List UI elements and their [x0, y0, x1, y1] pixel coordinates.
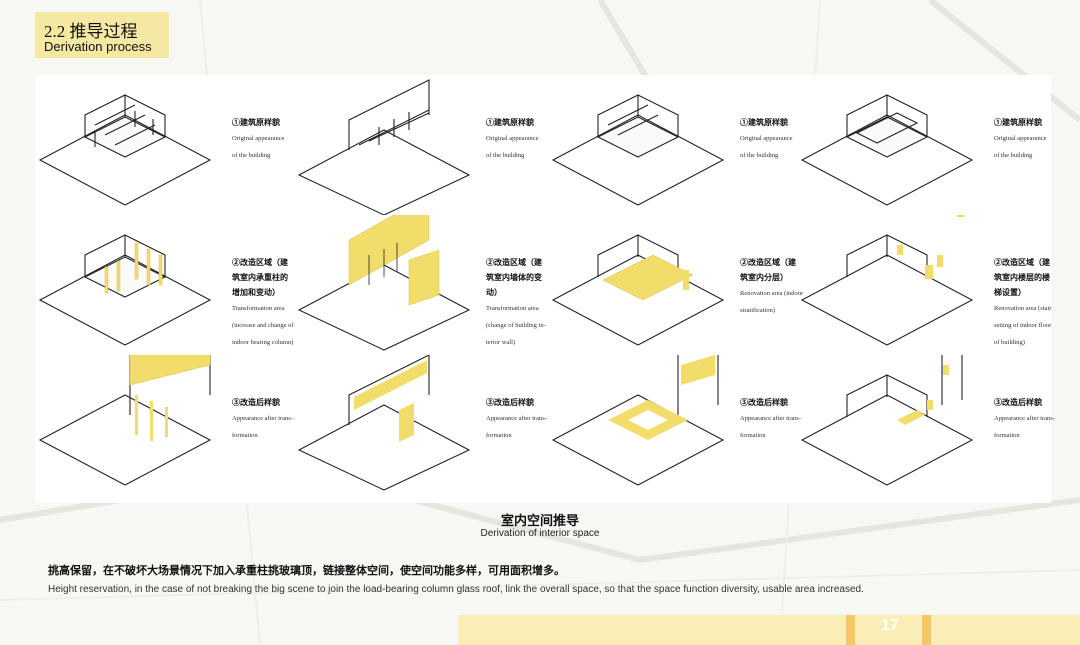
axonometric-building-drawing: [800, 215, 974, 346]
footer-accent-left: [846, 615, 855, 645]
axonometric-building-drawing: [38, 234, 212, 346]
diagram-panel: ①建筑原样貌 Original appearance of the buildi…: [35, 75, 1055, 503]
section-subtitle: Derivation process: [44, 39, 152, 54]
description-cn: 挑高保留，在不破坏大场景情况下加入承重柱挑玻璃顶，链接整体空间，使空间功能多样，…: [48, 565, 565, 577]
section-header: 2.2 推导过程 Derivation process: [35, 12, 169, 58]
axonometric-building-drawing: [800, 355, 974, 486]
label-transform: ②改造区域（建 筑室内承重柱的 增加和变动） Transformation ar…: [232, 258, 294, 346]
label-transform: ②改造区域（建 筑室内分层） Renovation area (indoor s…: [740, 258, 804, 314]
label-original: ①建筑原样貌 Original appearance of the buildi…: [486, 118, 539, 159]
axonometric-building-drawing: [551, 94, 725, 206]
diagram-col1-original: ①建筑原样貌 Original appearance of the buildi…: [35, 75, 289, 215]
diagram-col1-transform: ②改造区域（建 筑室内承重柱的 增加和变动） Transformation ar…: [35, 215, 294, 355]
diagram-col2-transform: ②改造区域（建 筑室内墙体的变 动） Transformation area (…: [289, 215, 546, 355]
diagram-col3-transform: ②改造区域（建 筑室内分层） Renovation area (indoor s…: [543, 215, 803, 355]
diagram-col4-original: ①建筑原样貌 Original appearance of the buildi…: [797, 75, 1051, 215]
axonometric-building-drawing: [297, 215, 471, 351]
label-original: ①建筑原样貌 Original appearance of the buildi…: [740, 118, 793, 159]
footer-accent-right: [922, 615, 931, 645]
description-en: Height reservation, in the case of not b…: [48, 584, 864, 595]
diagram-col2-original: ①建筑原样貌 Original appearance of the buildi…: [289, 75, 543, 215]
axonometric-building-drawing: [551, 234, 725, 346]
label-original: ①建筑原样貌 Original appearance of the buildi…: [232, 118, 285, 159]
label-after: ③改造后样貌 Appearance after trans- formation: [486, 398, 547, 439]
label-after: ③改造后样貌 Appearance after trans- formation: [994, 398, 1055, 439]
axonometric-building-drawing: [800, 94, 974, 206]
axonometric-building-drawing: [297, 355, 471, 491]
diagram-col4-after: ③改造后样貌 Appearance after trans- formation: [797, 355, 1055, 495]
label-after: ③改造后样貌 Appearance after trans- formation: [740, 398, 801, 439]
label-transform: ②改造区域（建 筑室内楼层的楼 梯设置） Renovation area (st…: [994, 258, 1052, 346]
label-after: ③改造后样貌 Appearance after trans- formation: [232, 398, 293, 439]
axonometric-building-drawing: [38, 355, 212, 486]
axonometric-building-drawing: [297, 79, 471, 215]
diagram-col1-after: ③改造后样貌 Appearance after trans- formation: [35, 355, 293, 495]
diagram-col4-transform: ②改造区域（建 筑室内楼层的楼 梯设置） Renovation area (st…: [797, 215, 1051, 355]
diagram-col3-original: ①建筑原样貌 Original appearance of the buildi…: [543, 75, 797, 215]
diagram-col3-after: ③改造后样貌 Appearance after trans- formation: [543, 355, 801, 495]
label-original: ①建筑原样貌 Original appearance of the buildi…: [994, 118, 1047, 159]
axonometric-building-drawing: [38, 94, 212, 206]
diagram-caption: 室内空间推导: [500, 513, 579, 528]
diagram-caption-en: Derivation of interior space: [480, 528, 600, 539]
page-number: 17: [881, 617, 899, 634]
section-title: 2.2 推导过程: [44, 22, 138, 41]
label-transform: ②改造区域（建 筑室内墙体的变 动） Transformation area (…: [486, 258, 546, 346]
diagram-col2-after: ③改造后样貌 Appearance after trans- formation: [289, 355, 547, 495]
axonometric-building-drawing: [551, 355, 725, 486]
footer-band: [458, 615, 1080, 645]
